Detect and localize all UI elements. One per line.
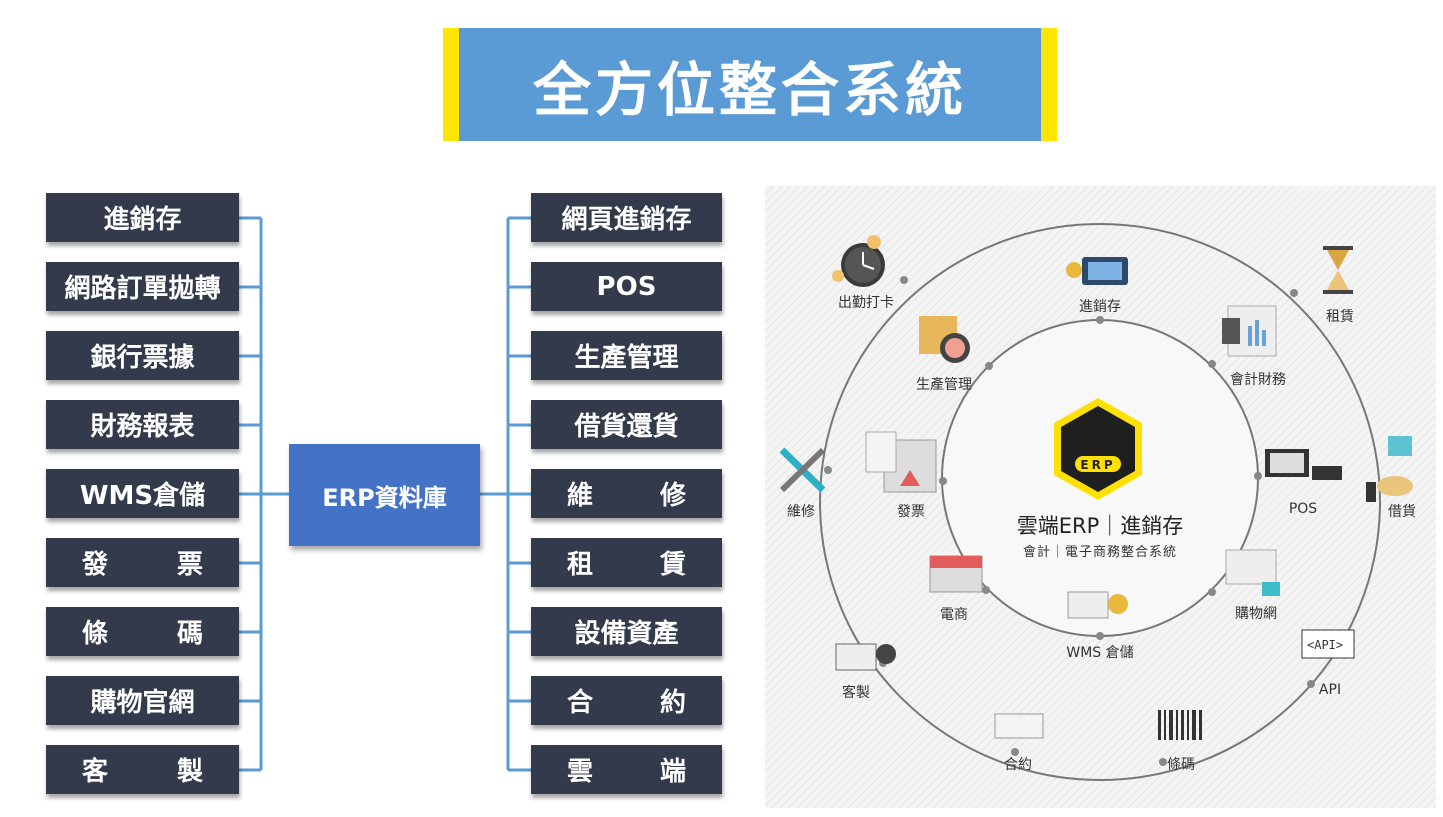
right-item-rental-char-2: 賃 [659,550,686,580]
left-item-invoice-char-1: 發 [82,550,109,580]
left-item-wms: WMS倉儲 [46,469,239,518]
wms-warehouse-icon [1067,591,1128,619]
pos-terminal-icon [1265,449,1342,480]
node-barcode: 條碼 [1167,757,1195,773]
node-wms: WMS 倉儲 [1066,645,1134,661]
title-accent-left [443,28,459,141]
left-item-custom-char-2: 製 [176,757,203,787]
node-pos: POS [1288,501,1318,517]
right-item-web-inventory: 網頁進銷存 [531,193,722,242]
title-accent-right [1041,28,1057,141]
left-item-financial-reports: 財務報表 [46,400,239,449]
accounting-icon [1222,305,1277,357]
node-shopping: 購物網 [1235,606,1277,622]
right-item-pos: POS [531,262,722,311]
custom-icon [835,643,896,671]
production-icon [919,316,970,363]
inventory-icon [1066,257,1128,285]
right-item-cloud-char-1: 雲 [567,757,594,787]
node-rental: 租賃 [1326,309,1354,325]
hourglass-icon [1323,246,1353,294]
shopping-cart-icon [1225,549,1280,596]
right-item-assets: 設備資產 [531,607,722,656]
right-item-contract-char-2: 約 [659,688,686,718]
diagram-center-subtitle: 會計｜電子商務整合系統 [1022,545,1178,560]
outer-ring [819,223,1381,781]
right-item-rental: 租 賃 [531,538,722,587]
left-item-official-shop: 購物官網 [46,676,239,725]
clock-icon [832,235,885,287]
diagram-center-title: 雲端ERP｜進銷存 [1016,514,1184,538]
right-item-cloud-char-2: 端 [659,757,686,787]
lending-hand-icon [1366,436,1413,502]
erp-database-box: ERP資料庫 [289,444,480,546]
right-item-rental-char-1: 租 [567,550,594,580]
left-item-barcode-char-2: 碼 [176,619,203,649]
api-icon-text: <API> [1307,638,1344,652]
left-item-invoice: 發 票 [46,538,239,587]
storefront-icon [929,555,983,593]
left-item-invoice-char-2: 票 [176,550,203,580]
node-contract: 合約 [1004,757,1032,773]
title-banner: 全方位整合系統 [443,28,1057,141]
right-item-lending: 借貨還貨 [531,400,722,449]
node-production: 生產管理 [916,377,972,393]
node-api: API [1318,682,1342,698]
node-accounting: 會計財務 [1230,372,1286,388]
right-item-contract-char-1: 合 [567,688,594,718]
right-item-repair: 維 修 [531,469,722,518]
repair-tools-icon [779,447,826,493]
right-item-contract: 合 約 [531,676,722,725]
left-item-order-transfer: 網路訂單拋轉 [46,262,239,311]
node-invoice: 發票 [897,504,925,520]
node-ecommerce: 電商 [940,607,968,623]
node-inventory: 進銷存 [1079,299,1121,315]
left-item-inventory: 進銷存 [46,193,239,242]
right-item-repair-char-1: 維 [567,481,594,511]
erp-logo-text: ERP [1080,458,1116,472]
node-attendance: 出勤打卡 [838,295,894,311]
left-item-barcode: 條 碼 [46,607,239,656]
node-lending: 借貨 [1388,504,1416,520]
invoice-icon [865,431,937,493]
node-repair: 維修 [787,504,815,520]
node-custom: 客製 [842,685,870,701]
left-item-custom: 客 製 [46,745,239,794]
right-item-repair-char-2: 修 [659,481,686,511]
barcode-icon [1158,710,1202,740]
left-item-custom-char-1: 客 [82,757,109,787]
right-item-production: 生產管理 [531,331,722,380]
contract-icon [994,713,1044,739]
api-icon [1301,629,1355,659]
left-item-bank-notes: 銀行票據 [46,331,239,380]
erp-hexagon-logo [1054,398,1142,500]
page-title: 全方位整合系統 [532,55,967,124]
left-item-barcode-char-1: 條 [82,619,109,649]
right-item-cloud: 雲 端 [531,745,722,794]
